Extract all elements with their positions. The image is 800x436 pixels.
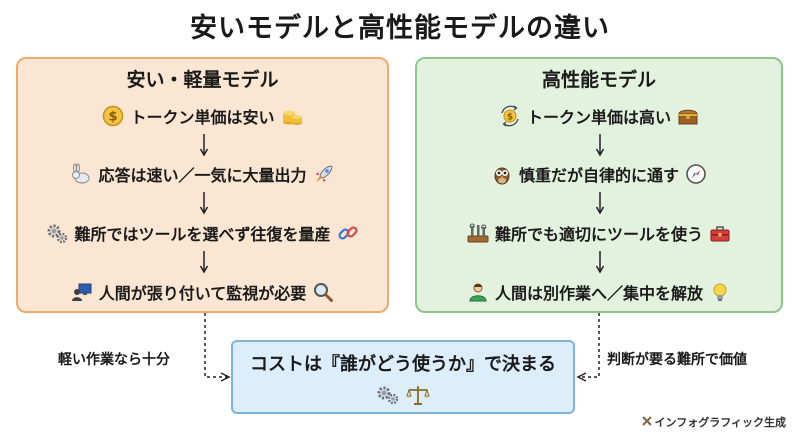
- svg-text:$: $: [507, 113, 513, 123]
- tools-cross-icon: [641, 415, 653, 430]
- person-monitor-icon: [71, 281, 93, 303]
- toolbox-icon: [709, 222, 731, 244]
- tools-icon: [467, 222, 489, 244]
- step-text: 人間は別作業へ／集中を解放: [494, 284, 703, 303]
- dollar-cycle-icon: $: [499, 105, 521, 127]
- step-text: 応答は速い／一気に大量出力: [98, 166, 307, 185]
- premium-step-1: $ トークン単価は高い: [417, 104, 781, 128]
- cheap-step-1: $ トークン単価は安い: [18, 104, 387, 128]
- lightbulb-icon: [709, 281, 731, 303]
- cheap-step-4: 人間が張り付いて監視が必要: [18, 280, 387, 304]
- gears-icon: [376, 384, 400, 410]
- cheap-model-title: 安い・軽量モデル: [126, 69, 279, 91]
- step-text: トークン単価は高い: [526, 108, 671, 127]
- step-text: 慎重だが自律的に通す: [518, 166, 679, 185]
- down-arrow-icon: [595, 192, 605, 215]
- right-side-label: 判断が要る難所で価値: [607, 352, 747, 368]
- cheap-step-2: 応答は速い／一気に大量出力: [18, 162, 387, 186]
- left-side-label: 軽い作業なら十分: [58, 352, 170, 368]
- footer-text: インフォグラフィック生成: [654, 416, 786, 429]
- cost-icons: [233, 384, 573, 410]
- cost-conclusion-text: コストは『誰がどう使うか』で決まる: [250, 354, 556, 375]
- rocket-icon: [313, 163, 335, 185]
- step-text: トークン単価は安い: [130, 108, 275, 127]
- chain-link-icon: [337, 222, 359, 244]
- gears-icon: [46, 222, 68, 244]
- premium-step-2: 慎重だが自律的に通す: [417, 162, 781, 186]
- dollar-coin-icon: $: [102, 105, 124, 127]
- footer-credit: インフォグラフィック生成: [641, 414, 786, 430]
- premium-step-4: 人間は別作業へ／集中を解放: [417, 280, 781, 304]
- owl-icon: [491, 163, 513, 185]
- down-arrow-icon: [595, 134, 605, 157]
- cheap-step-3: 難所ではツールを選べず往復を量産: [18, 221, 387, 245]
- down-arrow-icon: [199, 251, 209, 274]
- down-arrow-icon: [199, 192, 209, 215]
- person-relaxed-icon: [467, 281, 489, 303]
- high-performance-model-title: 高性能モデル: [541, 69, 656, 91]
- high-performance-model-panel: 高性能モデル $ トークン単価は高い 慎重だが自律的に通す 難所でも適切にツール…: [415, 57, 783, 313]
- down-arrow-icon: [199, 134, 209, 157]
- step-text: 難所でも適切にツールを使う: [494, 225, 703, 244]
- compass-icon: [685, 163, 707, 185]
- step-text: 難所ではツールを選べず往復を量産: [74, 225, 331, 244]
- cost-conclusion-box: コストは『誰がどう使うか』で決まる: [231, 340, 575, 414]
- step-text: 人間が張り付いて監視が必要: [98, 284, 307, 303]
- cheap-model-panel: 安い・軽量モデル $ トークン単価は安い 応答は速い／一気に大量出力 難所ではツ…: [16, 57, 389, 313]
- svg-text:$: $: [109, 110, 118, 125]
- page-title: 安いモデルと高性能モデルの違い: [190, 13, 610, 44]
- rabbit-icon: [70, 163, 92, 185]
- down-arrow-icon: [595, 251, 605, 274]
- balance-scale-icon: [406, 384, 430, 410]
- treasure-chest-icon: [677, 105, 699, 127]
- premium-step-3: 難所でも適切にツールを使う: [417, 221, 781, 245]
- magnifier-icon: [312, 281, 334, 303]
- coin-stack-icon: [281, 105, 303, 127]
